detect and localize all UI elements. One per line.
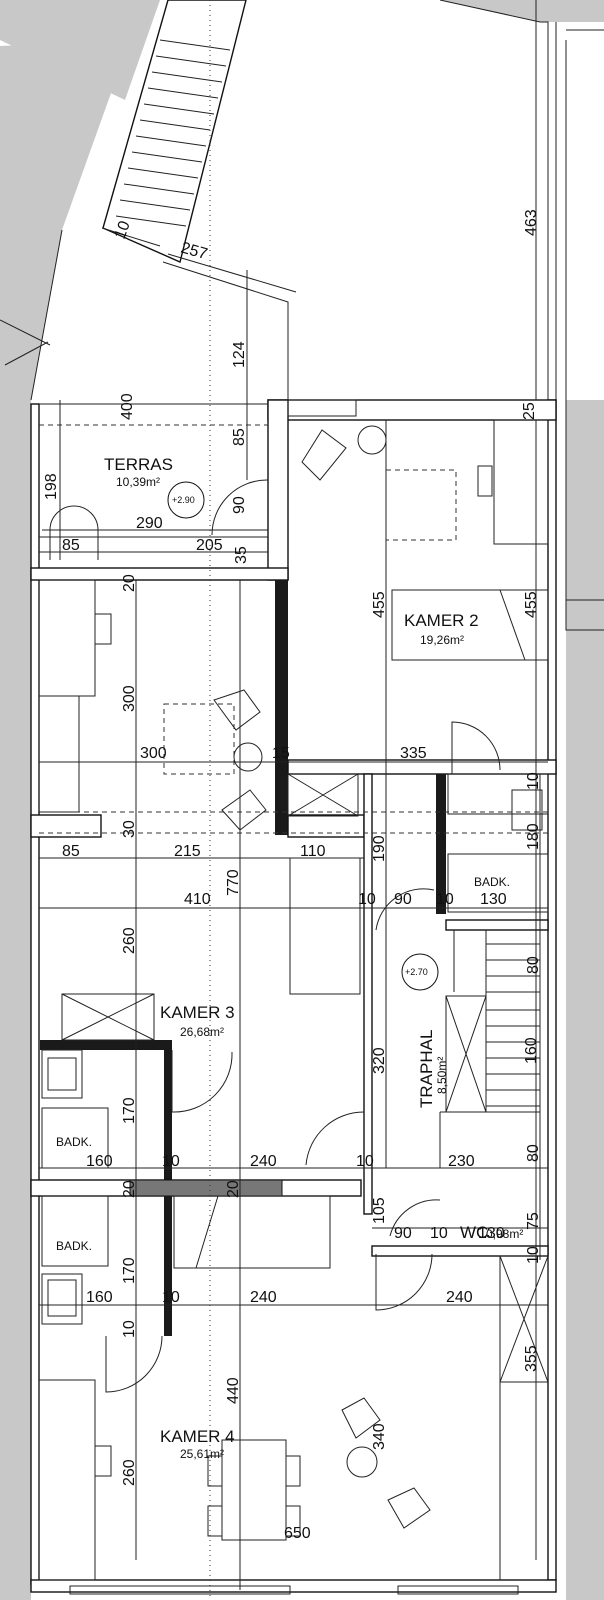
dim-10-wc-right: 10 — [525, 1246, 542, 1264]
dim-400: 400 — [119, 393, 136, 420]
room-name-badk-2: BADK. — [56, 1135, 92, 1149]
building-walls — [30, 399, 557, 1593]
dashed-lines — [39, 424, 548, 834]
dim-198: 198 — [43, 473, 60, 500]
dim-10-kamer4-left: 10 — [121, 1320, 138, 1338]
dim-10-wc: 10 — [430, 1225, 448, 1242]
dim-30: 30 — [121, 820, 138, 838]
dim-257: 257 — [179, 240, 209, 264]
dim-455-right: 455 — [523, 591, 540, 618]
dim-10-right: 10 — [525, 772, 542, 790]
level-terras: +2.90 — [172, 495, 195, 505]
room-area-kamer3: 26,68m² — [180, 1025, 224, 1039]
dimension-labels: 463 257 124 400 85 198 90 290 85 205 35 … — [43, 209, 542, 1542]
room-area-kamer2: 19,26m² — [420, 633, 464, 647]
dim-240-kamer3: 240 — [250, 1153, 277, 1170]
dim-205: 205 — [196, 537, 223, 554]
level-markers: +2.90 +2.70 — [167, 481, 439, 991]
level-traphal: +2.70 — [405, 967, 428, 977]
level-marker-traphal — [401, 953, 439, 991]
dim-15: 15 — [272, 745, 290, 762]
dim-85-kamer3: 85 — [62, 843, 80, 860]
dim-80-stair-bottom: 80 — [525, 1144, 542, 1162]
level-marker-terras — [167, 481, 205, 519]
traphal-stair — [375, 888, 540, 1311]
dim-85-terras-bottom: 85 — [62, 537, 80, 554]
dim-10-traphal-b: 10 — [436, 891, 454, 908]
dim-180: 180 — [525, 823, 542, 850]
dim-335: 335 — [400, 745, 427, 762]
room-name-terras: TERRAS — [104, 455, 173, 474]
dim-770: 770 — [225, 869, 242, 896]
kamer2-furniture — [287, 399, 549, 815]
room-area-kamer4: 25,61m² — [180, 1447, 224, 1461]
dim-240-kamer4-b: 240 — [446, 1289, 473, 1306]
dim-215: 215 — [174, 843, 201, 860]
kamer3-furniture — [41, 789, 549, 1169]
dim-300-vertical: 300 — [121, 685, 138, 712]
dim-455-kamer2: 455 — [371, 591, 388, 618]
dim-320: 320 — [371, 1047, 388, 1074]
dim-90-wc: 90 — [394, 1225, 412, 1242]
dim-10-stair-top: 10 — [112, 219, 134, 242]
dim-290: 290 — [136, 515, 163, 532]
dim-170-kamer4: 170 — [121, 1257, 138, 1284]
dim-260-kamer4: 260 — [121, 1459, 138, 1486]
dim-80-stair-top: 80 — [525, 956, 542, 974]
dim-355: 355 — [523, 1345, 540, 1372]
dim-650: 650 — [284, 1525, 311, 1542]
dimension-lines — [39, 0, 548, 1590]
dim-124: 124 — [231, 341, 248, 368]
dim-35: 35 — [233, 546, 250, 564]
room-name-kamer3: KAMER 3 — [160, 1003, 235, 1022]
dim-160-stair: 160 — [523, 1037, 540, 1064]
dim-20-mid: 20 — [225, 1180, 242, 1198]
dim-105: 105 — [371, 1197, 388, 1224]
dim-110: 110 — [300, 843, 326, 860]
dim-190: 190 — [371, 835, 388, 862]
dim-130-wc: 130 — [478, 1225, 505, 1242]
dim-300-horizontal: 300 — [140, 745, 167, 762]
dim-260-kamer3: 260 — [121, 927, 138, 954]
kamer-left-furniture — [38, 579, 359, 831]
dim-90-terras: 90 — [231, 496, 248, 514]
room-area-traphal: 8,50m² — [435, 1057, 449, 1094]
dim-75: 75 — [525, 1212, 542, 1230]
dim-10-kamer4: 10 — [162, 1289, 180, 1306]
dim-20-left: 20 — [121, 1180, 138, 1198]
kamer4-furniture — [38, 1195, 549, 1595]
dim-240-kamer4-a: 240 — [250, 1289, 277, 1306]
room-area-wc: 0,98m² — [486, 1227, 523, 1241]
dim-90-traphal: 90 — [394, 891, 412, 908]
room-labels: TERRAS 10,39m² KAMER 2 19,26m² KAMER 3 2… — [56, 455, 523, 1461]
dim-160-kamer4: 160 — [86, 1289, 113, 1306]
room-name-wc: WC — [460, 1223, 488, 1242]
room-name-badk-3: BADK. — [56, 1239, 92, 1253]
dim-10-kamer3: 10 — [162, 1153, 180, 1170]
dim-85-terras: 85 — [231, 428, 248, 446]
room-name-badk-1: BADK. — [474, 875, 510, 889]
dim-340: 340 — [371, 1423, 388, 1450]
dim-10-traphal-a: 10 — [358, 891, 376, 908]
room-area-terras: 10,39m² — [116, 475, 160, 489]
dim-440: 440 — [225, 1377, 242, 1404]
dim-20-kamer2-left: 20 — [121, 574, 138, 592]
room-name-traphal: TRAPHAL — [417, 1030, 436, 1108]
dim-130-badk: 130 — [480, 891, 507, 908]
dim-230: 230 — [448, 1153, 475, 1170]
dim-463: 463 — [523, 209, 540, 236]
dim-410: 410 — [184, 891, 211, 908]
room-name-kamer4: KAMER 4 — [160, 1427, 235, 1446]
dim-25: 25 — [521, 402, 538, 420]
dim-160-kamer3: 160 — [86, 1153, 113, 1170]
dim-10-hall: 10 — [356, 1153, 374, 1170]
dim-170-kamer3: 170 — [121, 1097, 138, 1124]
room-name-kamer2: KAMER 2 — [404, 611, 479, 630]
